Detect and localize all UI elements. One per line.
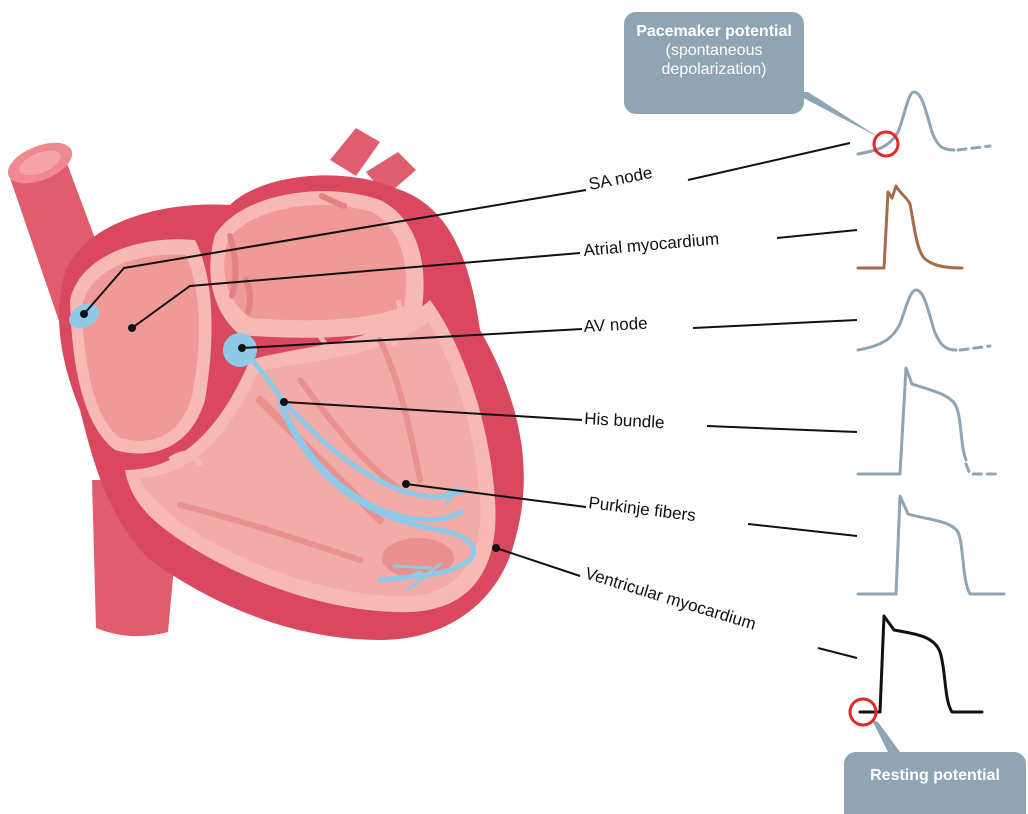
trace-ventricular-myocardium xyxy=(860,616,982,712)
pacemaker-callout-subtitle: (spontaneous depolarization) xyxy=(662,42,767,78)
label-purkinje-fibers: Purkinje fibers xyxy=(588,493,697,525)
pacemaker-callout-title: Pacemaker potential xyxy=(624,22,804,41)
trace-sa-node xyxy=(858,92,954,154)
trace-av-node xyxy=(858,290,956,350)
pacemaker-callout-tail xyxy=(792,92,880,138)
trace-purkinje-fibers xyxy=(858,496,1004,594)
label-av-node: AV node xyxy=(583,314,648,336)
label-ventricular-myocardium: Ventricular myocardium xyxy=(583,564,758,634)
heart-illustration xyxy=(2,128,524,640)
action-potential-traces xyxy=(858,92,1004,712)
pacemaker-potential-callout: Pacemaker potential (spontaneous depolar… xyxy=(624,12,804,114)
trace-atrial-myocardium xyxy=(858,186,962,268)
resting-callout-title: Resting potential xyxy=(844,766,1026,785)
trace-his-bundle xyxy=(858,368,966,474)
label-his-bundle: His bundle xyxy=(584,409,665,432)
label-sa-node: SA node xyxy=(587,163,654,194)
label-atrial-myocardium: Atrial myocardium xyxy=(583,229,720,260)
resting-potential-callout: Resting potential xyxy=(844,752,1026,814)
